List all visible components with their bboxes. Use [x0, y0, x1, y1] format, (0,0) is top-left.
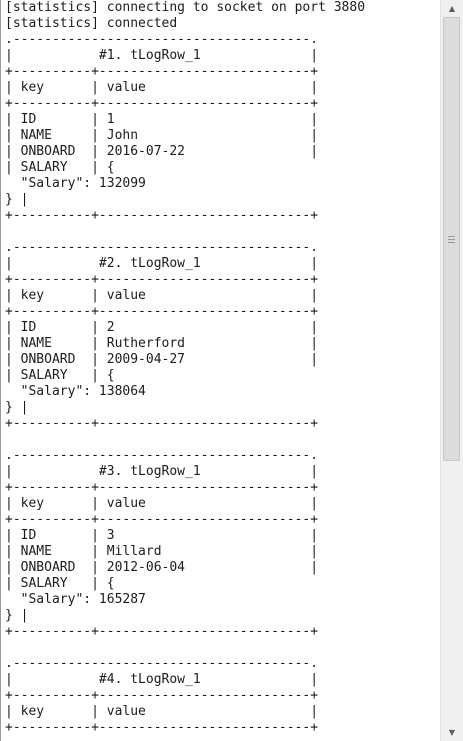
vertical-scrollbar[interactable]: ▲ ▼: [440, 0, 463, 741]
console-line: +----------+---------------------------+: [5, 480, 319, 495]
console-line: | #3. tLogRow_1 |: [5, 464, 319, 479]
scrollbar-thumb[interactable]: [443, 17, 460, 461]
console-line: | #1. tLogRow_1 |: [5, 48, 319, 63]
console-line: | ID | 1 |: [5, 112, 319, 127]
console-line: | #4. tLogRow_1 |: [5, 672, 319, 687]
console-line: | NAME | Millard |: [5, 544, 319, 559]
console-line: | key | value |: [5, 704, 319, 719]
console-line: +----------+---------------------------+: [5, 304, 319, 319]
console-line: "Salary": 132099: [5, 176, 146, 191]
console-line: | ONBOARD | 2009-04-27 |: [5, 352, 319, 367]
console-line: [5, 224, 440, 240]
console-line: | NAME | Rutherford |: [5, 336, 319, 351]
console-line: [statistics] connected: [5, 16, 178, 31]
console-line: } |: [5, 608, 29, 623]
console-line: | ID | 3 |: [5, 528, 319, 543]
console-text: [statistics] connecting to socket on por…: [1, 0, 440, 736]
console-line: +----------+---------------------------+: [5, 720, 319, 735]
console-line: .--------------------------------------.: [5, 656, 319, 671]
console-line: | SALARY | {: [5, 160, 115, 175]
console-line: +----------+---------------------------+: [5, 272, 319, 287]
console-line: | ONBOARD | 2016-07-22 |: [5, 144, 319, 159]
console-line: | key | value |: [5, 496, 319, 511]
console-line: .--------------------------------------.: [5, 240, 319, 255]
console-line: | SALARY | {: [5, 368, 115, 383]
console-line: | key | value |: [5, 80, 319, 95]
scroll-up-arrow-icon[interactable]: ▲: [448, 4, 456, 13]
console-line: } |: [5, 400, 29, 415]
console-line: +----------+---------------------------+: [5, 96, 319, 111]
console-line: } |: [5, 192, 29, 207]
console-line: [5, 640, 440, 656]
console-line: "Salary": 138064: [5, 384, 146, 399]
console-line: | ID | 2 |: [5, 320, 319, 335]
console-line: | SALARY | {: [5, 576, 115, 591]
console-line: .--------------------------------------.: [5, 32, 319, 47]
console-line: +----------+---------------------------+: [5, 64, 319, 79]
console-output[interactable]: [statistics] connecting to socket on por…: [0, 0, 440, 741]
console-line: | #2. tLogRow_1 |: [5, 256, 319, 271]
console-line: | NAME | John |: [5, 128, 319, 143]
console-line: [statistics] connecting to socket on por…: [5, 0, 366, 15]
console-line: | key | value |: [5, 288, 319, 303]
scroll-down-arrow-icon[interactable]: ▼: [448, 728, 456, 737]
console-line: +----------+---------------------------+: [5, 512, 319, 527]
console-line: [5, 432, 440, 448]
console-line: +----------+---------------------------+: [5, 208, 319, 223]
console-line: "Salary": 165287: [5, 592, 146, 607]
console-line: .--------------------------------------.: [5, 448, 319, 463]
console-line: +----------+---------------------------+: [5, 688, 319, 703]
console-line: | ONBOARD | 2012-06-04 |: [5, 560, 319, 575]
console-line: +----------+---------------------------+: [5, 416, 319, 431]
scrollbar-grip-icon: [448, 236, 455, 244]
console-line: +----------+---------------------------+: [5, 624, 319, 639]
